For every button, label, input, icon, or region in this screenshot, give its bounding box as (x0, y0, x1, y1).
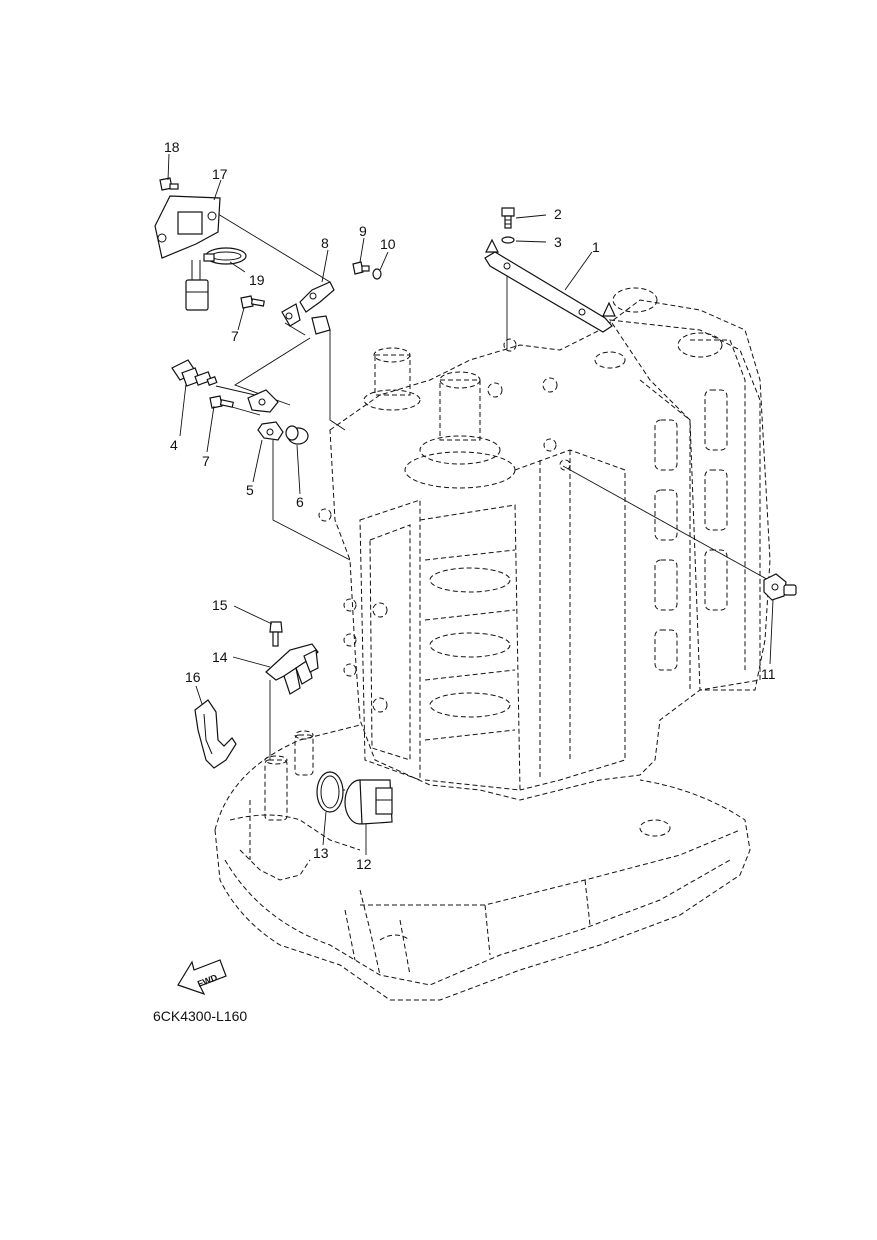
callout-12: 12 (356, 856, 372, 872)
part-13-o-ring (316, 771, 344, 813)
callout-18: 18 (164, 139, 180, 155)
part-14-holder (265, 643, 319, 695)
part-16-clip (194, 699, 237, 769)
part-12-housing (344, 779, 393, 825)
part-9-bolt (352, 261, 370, 275)
callout-10: 10 (380, 236, 396, 252)
part-11-sensor (763, 573, 797, 601)
callout-16: 16 (185, 669, 201, 685)
part-10-washer (372, 268, 382, 280)
callout-19: 19 (249, 272, 265, 288)
callout-7-upper: 7 (231, 328, 239, 344)
callout-9: 9 (359, 223, 367, 239)
part-4-sensor (171, 359, 218, 387)
part-2-bolt (501, 207, 515, 229)
bottom-cowling-drawing (214, 724, 751, 1001)
callout-7-lower: 7 (202, 453, 210, 469)
assembly-guide-lines (215, 213, 773, 791)
part-8-bracket (281, 281, 335, 335)
part-18-screw (159, 177, 179, 191)
callout-17: 17 (212, 166, 228, 182)
callout-3: 3 (554, 234, 562, 250)
part-7-bolt-upper (240, 295, 265, 309)
part-15-screw (269, 621, 283, 647)
part-3-washer (501, 236, 515, 244)
part-19-cable-tie (203, 247, 247, 265)
connector (185, 260, 209, 311)
diagram-code: 6CK4300-L160 (153, 1008, 247, 1024)
callout-numbers: 2 3 1 4 5 6 7 7 8 9 10 11 12 13 14 15 16… (164, 139, 776, 872)
part-5-clamp (247, 389, 284, 441)
part-17-module (154, 195, 221, 259)
callout-2: 2 (554, 206, 562, 222)
callout-leader-lines (167, 153, 774, 855)
part-1-bracket (484, 238, 616, 333)
callout-13: 13 (313, 845, 329, 861)
engine-block-drawing (318, 287, 771, 801)
callout-14: 14 (212, 649, 228, 665)
fwd-arrow-icon: FWD (177, 959, 227, 996)
part-6-grommet (285, 425, 309, 445)
callout-1: 1 (592, 239, 600, 255)
callout-11: 11 (761, 666, 776, 682)
callout-6: 6 (296, 494, 304, 510)
callout-4: 4 (170, 437, 178, 453)
callout-8: 8 (321, 235, 329, 251)
callout-5: 5 (246, 482, 254, 498)
part-7-bolt-lower (209, 395, 234, 409)
callout-15: 15 (212, 597, 228, 613)
